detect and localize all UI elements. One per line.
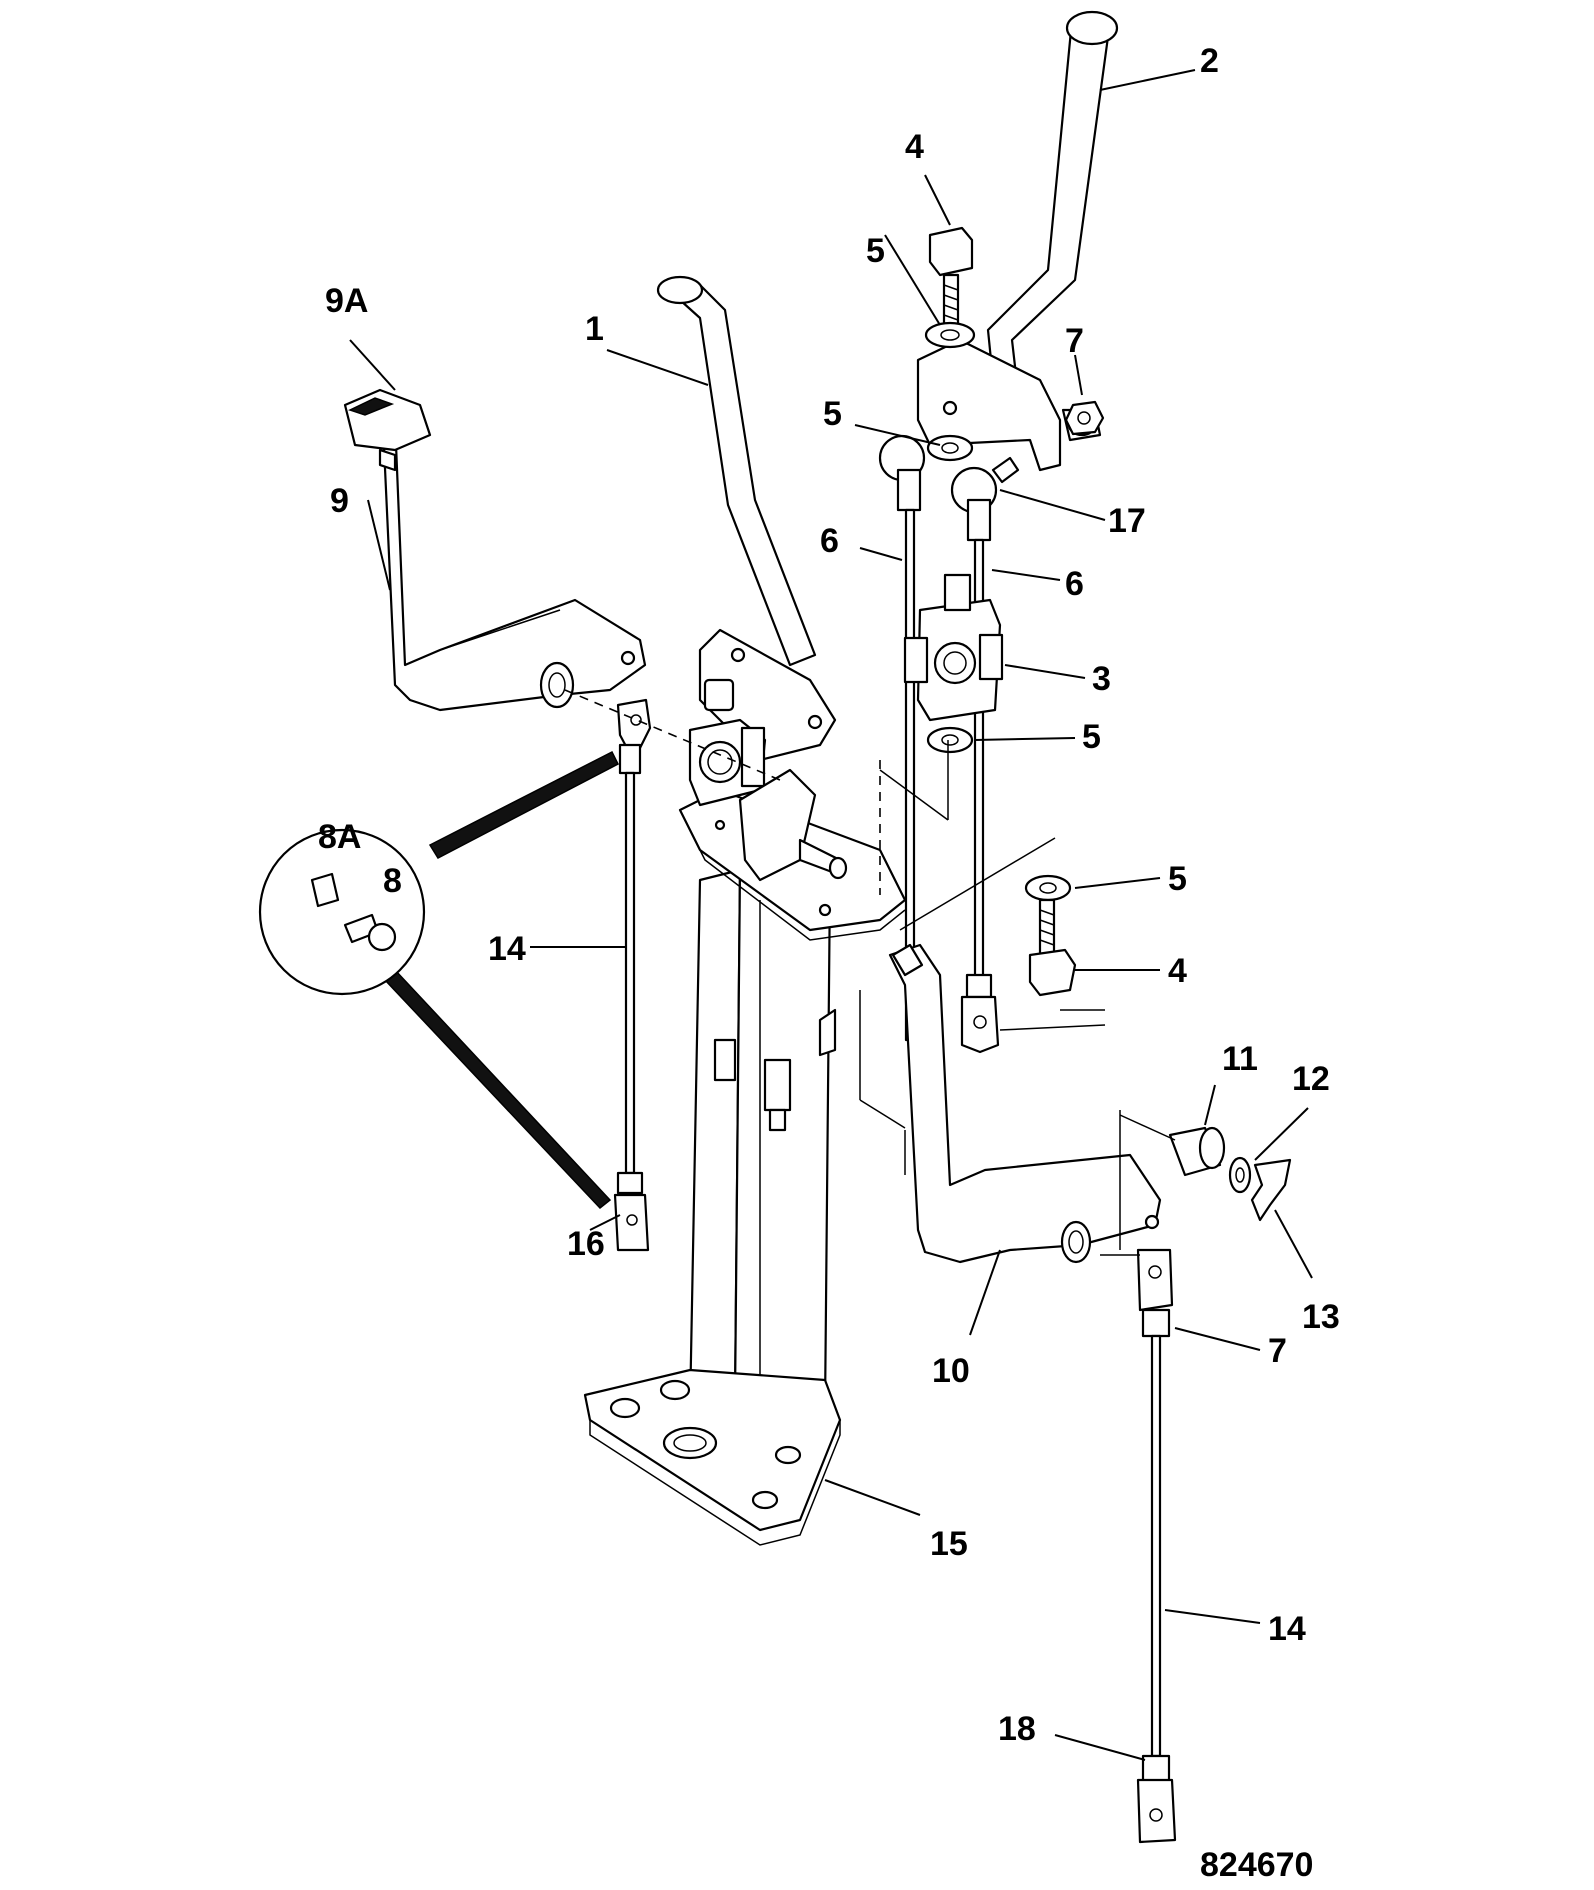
rod-6-right [950,456,1020,1054]
bolt-4-top [928,226,974,327]
callout-6-right: 6 [1065,565,1084,603]
callout-3: 3 [1092,660,1111,698]
washer-5-right [1024,874,1072,902]
callout-2: 2 [1200,42,1219,80]
callout-7-top: 7 [1065,322,1084,360]
callout-18: 18 [998,1710,1036,1748]
pivot-bolt [738,768,848,882]
callout-labels: 1 2 3 4 4 5 5 5 5 6 6 7 7 8 8A 9 9A 10 1… [318,42,1340,1748]
callout-14-left: 14 [488,930,526,968]
callout-1: 1 [585,310,604,348]
rod-6-left [878,434,926,1042]
washer-5-lower [926,726,974,754]
callout-13: 13 [1302,1298,1340,1336]
callout-6-left: 6 [820,522,839,560]
lever-1 [656,275,837,762]
callout-16: 16 [567,1225,605,1263]
callout-4-top: 4 [905,128,924,166]
rod-14-right [1136,1248,1177,1844]
washer-5-mid [926,434,974,462]
nut-7-top [1064,400,1105,436]
detail-circle [258,750,620,1210]
callout-10: 10 [932,1352,970,1390]
callout-5-mid: 5 [823,395,842,433]
rod-14-left [613,698,652,1252]
clip-13 [1250,1158,1292,1222]
pedal-9 [350,393,647,712]
leader-lines [349,69,1313,1761]
callout-15: 15 [930,1525,968,1563]
callout-7-right: 7 [1268,1332,1287,1370]
callout-9: 9 [330,482,349,520]
pedal-pad-9a [343,388,432,472]
callout-9a: 9A [325,282,368,320]
shaft-block-3 [903,573,1004,722]
callout-11: 11 [1222,1040,1258,1078]
callout-17: 17 [1108,502,1146,540]
callout-4-right: 4 [1168,952,1187,990]
washer-12 [1228,1156,1252,1194]
assembly-guides [564,689,1176,1256]
callout-12: 12 [1292,1060,1330,1098]
washer-5-top [924,321,976,349]
bolt-4-right [1028,898,1077,997]
callout-5-top: 5 [866,232,885,270]
figure-reference-number: 824670 [1200,1846,1313,1884]
callout-8a: 8A [318,818,361,856]
callout-5-lower: 5 [1082,718,1101,756]
callout-14-right: 14 [1268,1610,1306,1648]
pedal-10 [888,943,1162,1264]
pedestal-column [688,868,837,1412]
callout-5-right: 5 [1168,860,1187,898]
base-plate [583,1368,842,1546]
bushing-11 [1168,1126,1226,1177]
callout-8: 8 [383,862,402,900]
lever-2 [986,10,1119,412]
